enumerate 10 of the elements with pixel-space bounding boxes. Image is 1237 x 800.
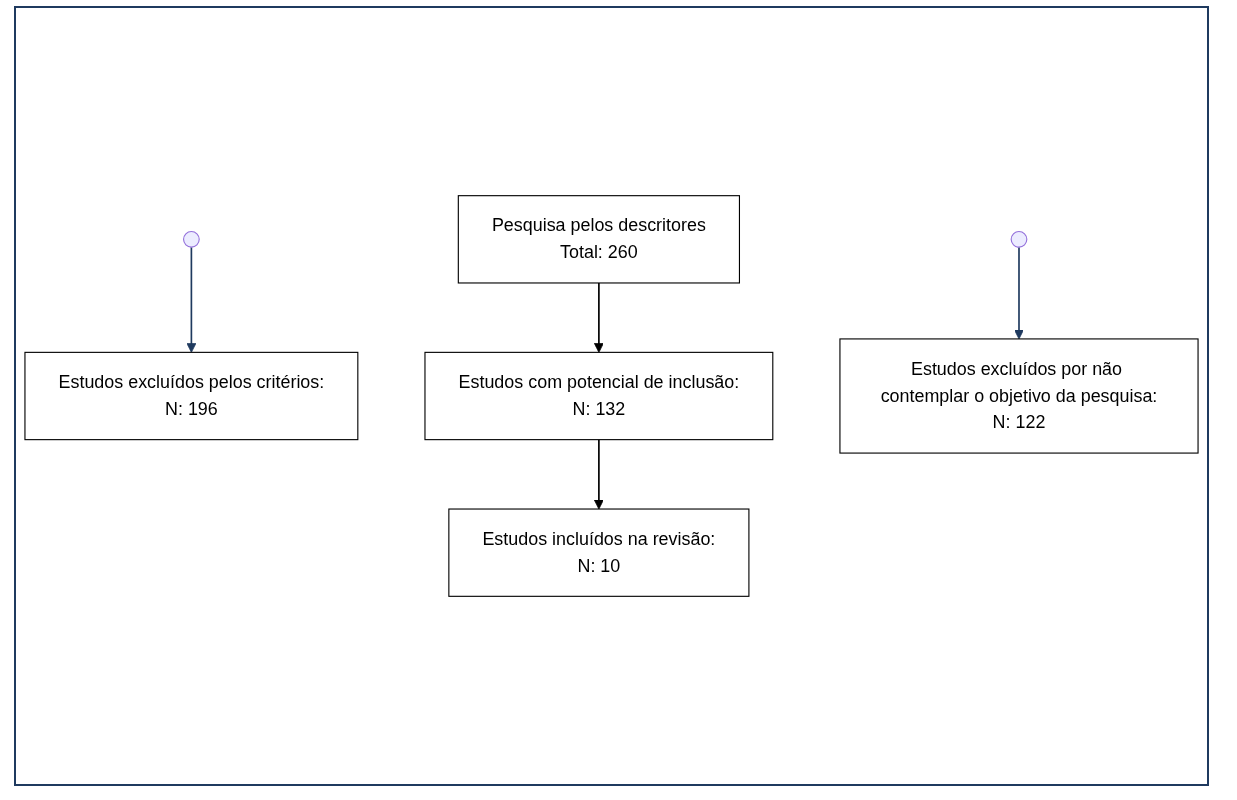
page-frame: Pesquisa pelos descritores Total: 260 Estudos excluídos pelos critérios: N: 196 Estudos com potencial de inclusão: N: 132 Estudos excluídos por não contemplar o objetivo da pesquisa: N: 122 Estudos incluídos na revisão: N: 10 <box>14 6 1209 786</box>
arrow <box>593 282 604 353</box>
node-box <box>839 338 1199 454</box>
arrow <box>186 246 197 353</box>
node-box <box>448 508 750 597</box>
node-box <box>457 195 740 284</box>
node-box <box>424 351 774 441</box>
arrow <box>1014 246 1024 340</box>
node-box <box>24 351 359 441</box>
arrow <box>593 438 604 510</box>
